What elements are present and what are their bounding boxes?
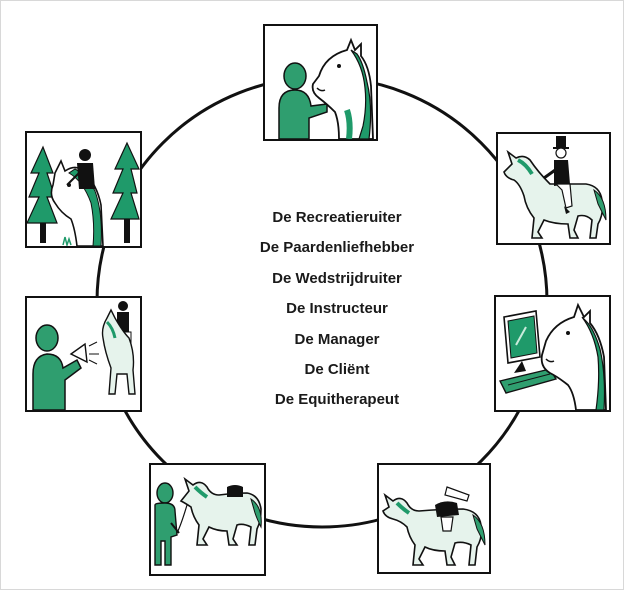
panel-dressage-rider	[496, 132, 611, 245]
panel-horse-computer-manager	[494, 295, 611, 412]
forest-trail-rider-icon	[27, 141, 140, 246]
person-leading-horse-icon	[154, 476, 262, 566]
role-recreatieruiter: De Recreatieruiter	[272, 209, 402, 226]
panel-saddled-horse-client	[377, 463, 491, 574]
role-client: De Cliënt	[304, 360, 370, 378]
saddled-horse-client-icon	[382, 486, 486, 566]
panel-instructor-megaphone	[25, 296, 142, 412]
panel-person-petting-horse	[263, 24, 378, 141]
horse-computer-manager-icon	[498, 302, 607, 410]
role-list: De Recreatieruiter De Paardenliefhebber …	[212, 203, 462, 416]
panel-person-leading-horse	[149, 463, 266, 576]
instructor-megaphone-icon	[32, 301, 136, 410]
role-wedstrijdruiter: De Wedstrijdruiter	[272, 269, 402, 287]
panel-forest-trail-rider	[25, 131, 142, 248]
role-paardenliefhebber: De Paardenliefhebber	[259, 239, 415, 257]
role-instructeur: De Instructeur	[286, 300, 388, 318]
dressage-rider-icon	[503, 136, 607, 239]
role-equitherapeut: De Equitherapeut	[274, 391, 400, 409]
person-petting-horse-icon	[278, 37, 374, 139]
role-manager: De Manager	[294, 330, 380, 348]
